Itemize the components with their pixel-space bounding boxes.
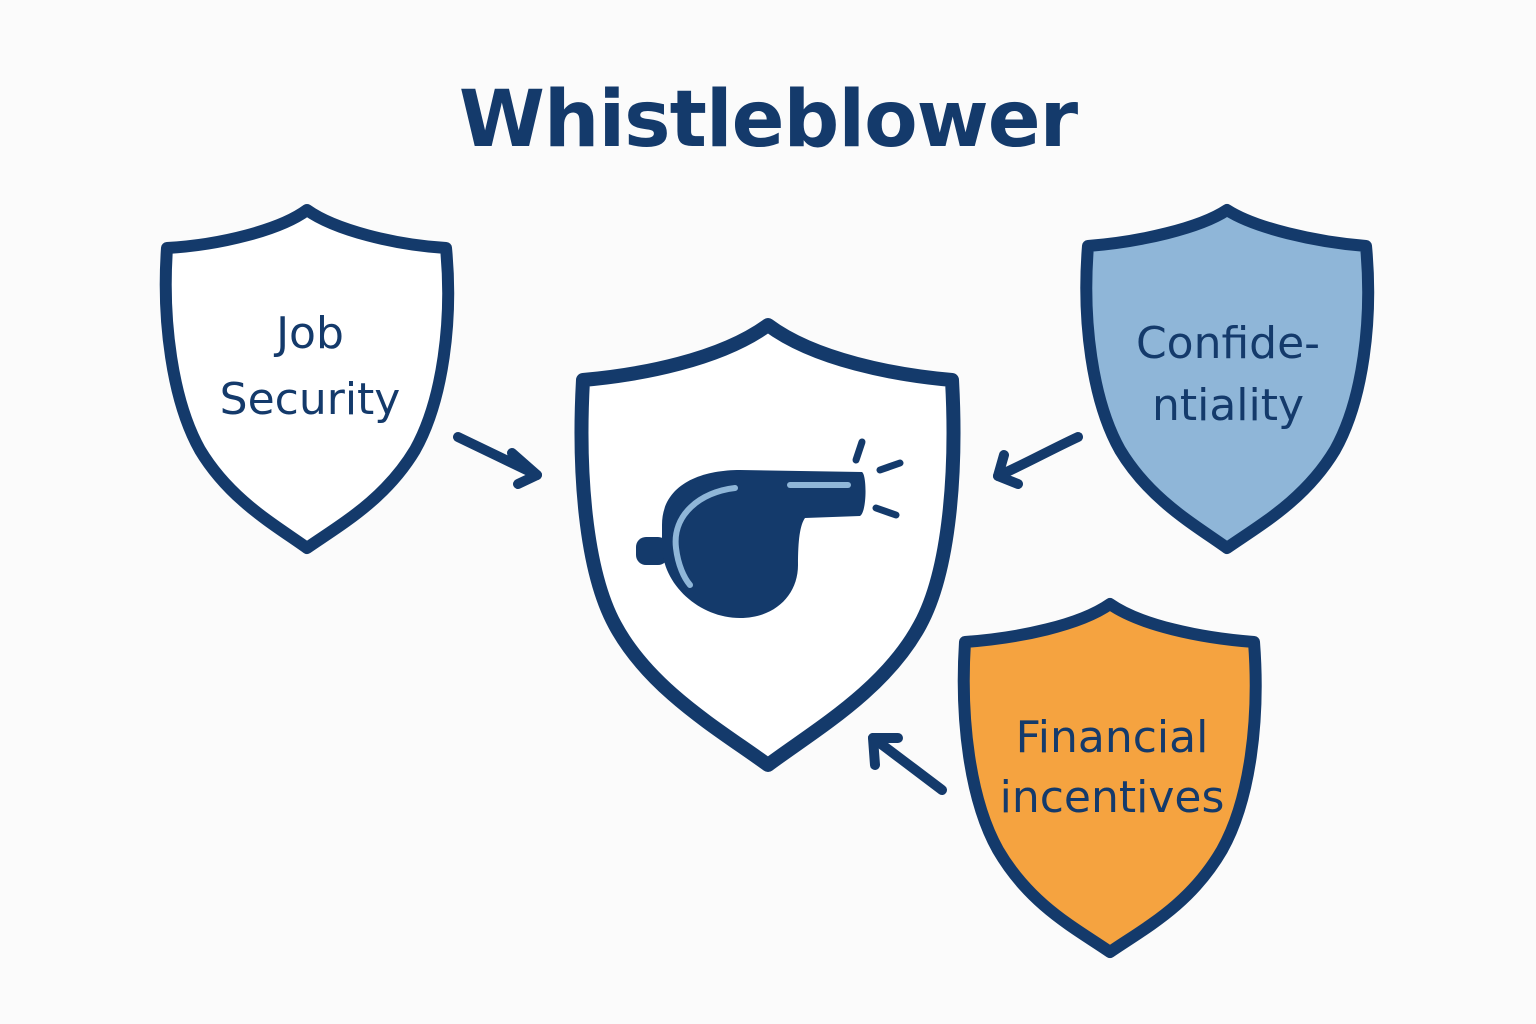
arrow-confidentiality-to-center: [993, 432, 1083, 489]
whistle-body: [662, 470, 866, 618]
arrow-financial-to-center: [868, 733, 947, 795]
arrow-job-security-to-center: [453, 432, 542, 489]
whistle-sound-lines: [852, 438, 904, 519]
center-shield: [574, 318, 961, 772]
shield-confidentiality-label-line-2: ntiality: [1152, 380, 1304, 431]
shield-financial-incentives-outline: [957, 598, 1262, 958]
shield-job-security-outline: [159, 204, 455, 554]
shield-confidentiality: Confide- ntiality: [1080, 204, 1375, 554]
shield-job-security: Job Security: [159, 204, 455, 554]
whistle-ring: [636, 537, 668, 565]
whistle-icon: [636, 438, 904, 618]
shield-confidentiality-outline: [1080, 204, 1375, 554]
shield-job-security-label-line-2: Security: [220, 374, 401, 425]
shield-financial-incentives: Financial incentives: [957, 598, 1262, 958]
shield-financial-incentives-label-line-2: incentives: [1000, 772, 1225, 823]
shield-job-security-label-line-1: Job: [273, 308, 344, 359]
shield-confidentiality-label-line-1: Confide-: [1136, 318, 1320, 369]
diagram-title: Whistleblower: [458, 75, 1078, 165]
shield-financial-incentives-label-line-1: Financial: [1016, 712, 1209, 763]
whistle-highlight: [672, 485, 738, 588]
